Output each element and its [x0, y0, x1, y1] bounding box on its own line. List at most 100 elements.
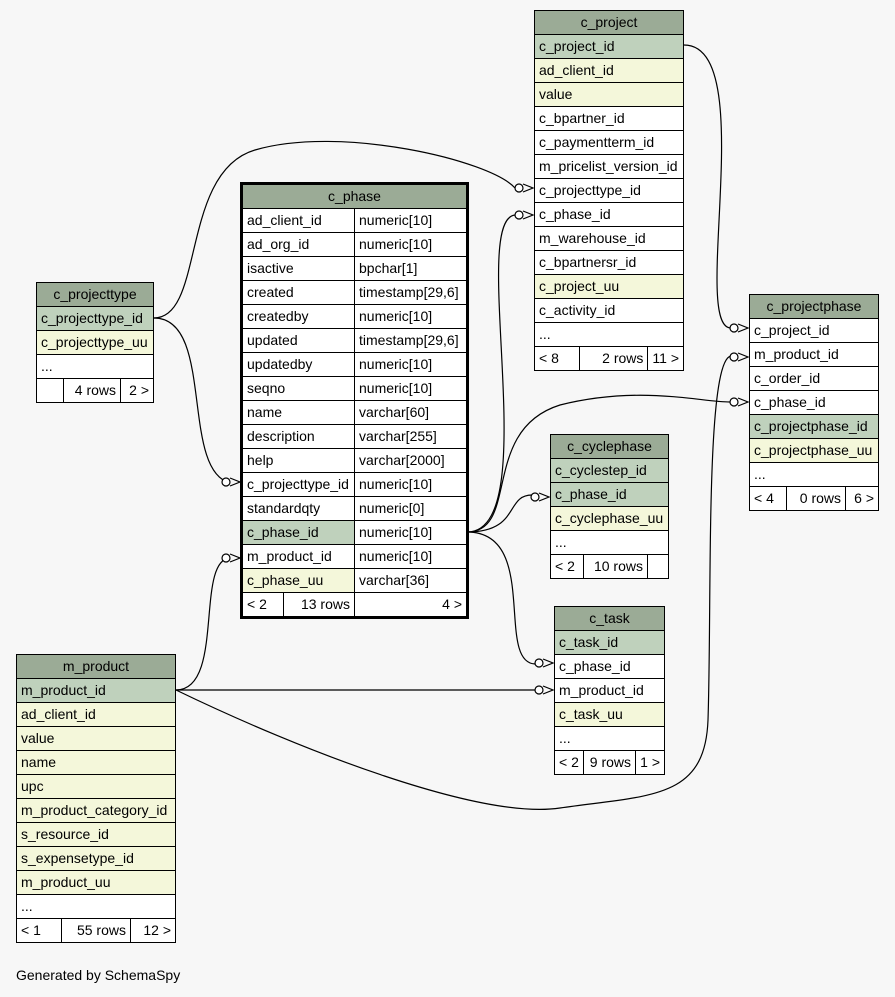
footer-parents[interactable]: < 2: [554, 750, 584, 775]
column-name[interactable]: created: [241, 280, 355, 305]
footer-children[interactable]: 11 >: [647, 346, 684, 371]
column-name[interactable]: c_bpartner_id: [534, 106, 684, 131]
column-row: c_order_id: [749, 366, 879, 391]
column-name[interactable]: c_phase_id: [749, 390, 879, 415]
footer-parents[interactable]: < 4: [749, 486, 787, 511]
column-name[interactable]: ...: [36, 354, 154, 379]
column-name[interactable]: ...: [534, 322, 684, 347]
column-name[interactable]: ad_client_id: [241, 208, 355, 233]
column-name[interactable]: ad_client_id: [534, 58, 684, 83]
column-name[interactable]: c_projecttype_id: [241, 472, 355, 497]
column-type: numeric[10]: [354, 232, 468, 257]
column-name[interactable]: c_phase_uu: [241, 568, 355, 593]
column-name[interactable]: m_product_uu: [16, 870, 176, 895]
footer-children[interactable]: [647, 554, 669, 579]
footer-children[interactable]: 12 >: [130, 918, 176, 943]
column-name[interactable]: c_task_id: [554, 630, 665, 655]
column-name[interactable]: seqno: [241, 376, 355, 401]
column-name[interactable]: updatedby: [241, 352, 355, 377]
footer-children[interactable]: 4 >: [354, 592, 468, 618]
table-header[interactable]: c_cyclephase: [550, 434, 669, 459]
footer-parents[interactable]: < 2: [241, 592, 284, 618]
footer-parents[interactable]: < 8: [534, 346, 580, 371]
column-row: c_project_id: [534, 34, 684, 59]
table-header[interactable]: c_phase: [241, 183, 468, 209]
column-name[interactable]: ...: [749, 462, 879, 487]
column-type: numeric[10]: [354, 352, 468, 377]
edge-projecttype-phase: [153, 317, 231, 484]
column-name[interactable]: s_resource_id: [16, 822, 176, 847]
column-name[interactable]: m_product_id: [16, 678, 176, 703]
column-name[interactable]: c_paymentterm_id: [534, 130, 684, 155]
table-footer: < 2 13 rows 4 >: [241, 592, 468, 618]
column-name[interactable]: updated: [241, 328, 355, 353]
column-name[interactable]: s_expensetype_id: [16, 846, 176, 871]
column-name[interactable]: c_bpartnersr_id: [534, 250, 684, 275]
column-name[interactable]: name: [16, 750, 176, 775]
column-name[interactable]: c_phase_id: [550, 482, 669, 507]
column-name[interactable]: c_phase_id: [241, 520, 355, 545]
column-name[interactable]: c_phase_id: [534, 202, 684, 227]
column-name[interactable]: ...: [554, 726, 665, 751]
footer-parents[interactable]: [36, 378, 64, 403]
column-name[interactable]: ...: [16, 894, 176, 919]
column-name[interactable]: c_cyclestep_id: [550, 458, 669, 483]
table-header[interactable]: c_task: [554, 606, 665, 631]
table-header[interactable]: c_projecttype: [36, 282, 154, 307]
footer-children[interactable]: 2 >: [120, 378, 154, 403]
column-name[interactable]: ...: [550, 530, 669, 555]
column-name[interactable]: createdby: [241, 304, 355, 329]
column-name[interactable]: c_phase_id: [554, 654, 665, 679]
column-name[interactable]: c_project_id: [749, 318, 879, 343]
column-name[interactable]: c_project_id: [534, 34, 684, 59]
footer-parents[interactable]: < 2: [550, 554, 584, 579]
column-name[interactable]: m_product_id: [241, 544, 355, 569]
column-name[interactable]: standardqty: [241, 496, 355, 521]
column-name[interactable]: ad_client_id: [16, 702, 176, 727]
table-header[interactable]: m_product: [16, 654, 176, 679]
column-name[interactable]: m_warehouse_id: [534, 226, 684, 251]
column-name[interactable]: c_project_uu: [534, 274, 684, 299]
table-header[interactable]: c_projectphase: [749, 294, 879, 319]
edge-phase-cyclephase: [466, 494, 533, 533]
footer-children[interactable]: 1 >: [635, 750, 665, 775]
column-name[interactable]: value: [16, 726, 176, 751]
column-name[interactable]: c_cyclephase_uu: [550, 506, 669, 531]
column-name[interactable]: m_pricelist_version_id: [534, 154, 684, 179]
column-name[interactable]: m_product_id: [554, 678, 665, 703]
column-name[interactable]: c_projecttype_uu: [36, 330, 154, 355]
column-name[interactable]: value: [534, 82, 684, 107]
column-name[interactable]: c_projecttype_id: [36, 306, 154, 331]
column-name[interactable]: isactive: [241, 256, 355, 281]
column-name[interactable]: c_projecttype_id: [534, 178, 684, 203]
column-name[interactable]: c_order_id: [749, 366, 879, 391]
column-name[interactable]: c_activity_id: [534, 298, 684, 323]
table-header[interactable]: c_project: [534, 10, 684, 35]
column-row: c_paymentterm_id: [534, 130, 684, 155]
column-name[interactable]: upc: [16, 774, 176, 799]
column-name[interactable]: c_task_uu: [554, 702, 665, 727]
footer-children[interactable]: 6 >: [845, 486, 879, 511]
column-name[interactable]: name: [241, 400, 355, 425]
column-name[interactable]: m_product_id: [749, 342, 879, 367]
column-name[interactable]: help: [241, 448, 355, 473]
column-row: m_product_uu: [16, 870, 176, 895]
column-name[interactable]: c_projectphase_uu: [749, 438, 879, 463]
footer-parents[interactable]: < 1: [16, 918, 62, 943]
column-name[interactable]: description: [241, 424, 355, 449]
column-name[interactable]: c_projectphase_id: [749, 414, 879, 439]
crowfoot: [737, 323, 750, 333]
column-type: varchar[255]: [354, 424, 468, 449]
column-name[interactable]: ad_org_id: [241, 232, 355, 257]
column-name[interactable]: m_product_category_id: [16, 798, 176, 823]
